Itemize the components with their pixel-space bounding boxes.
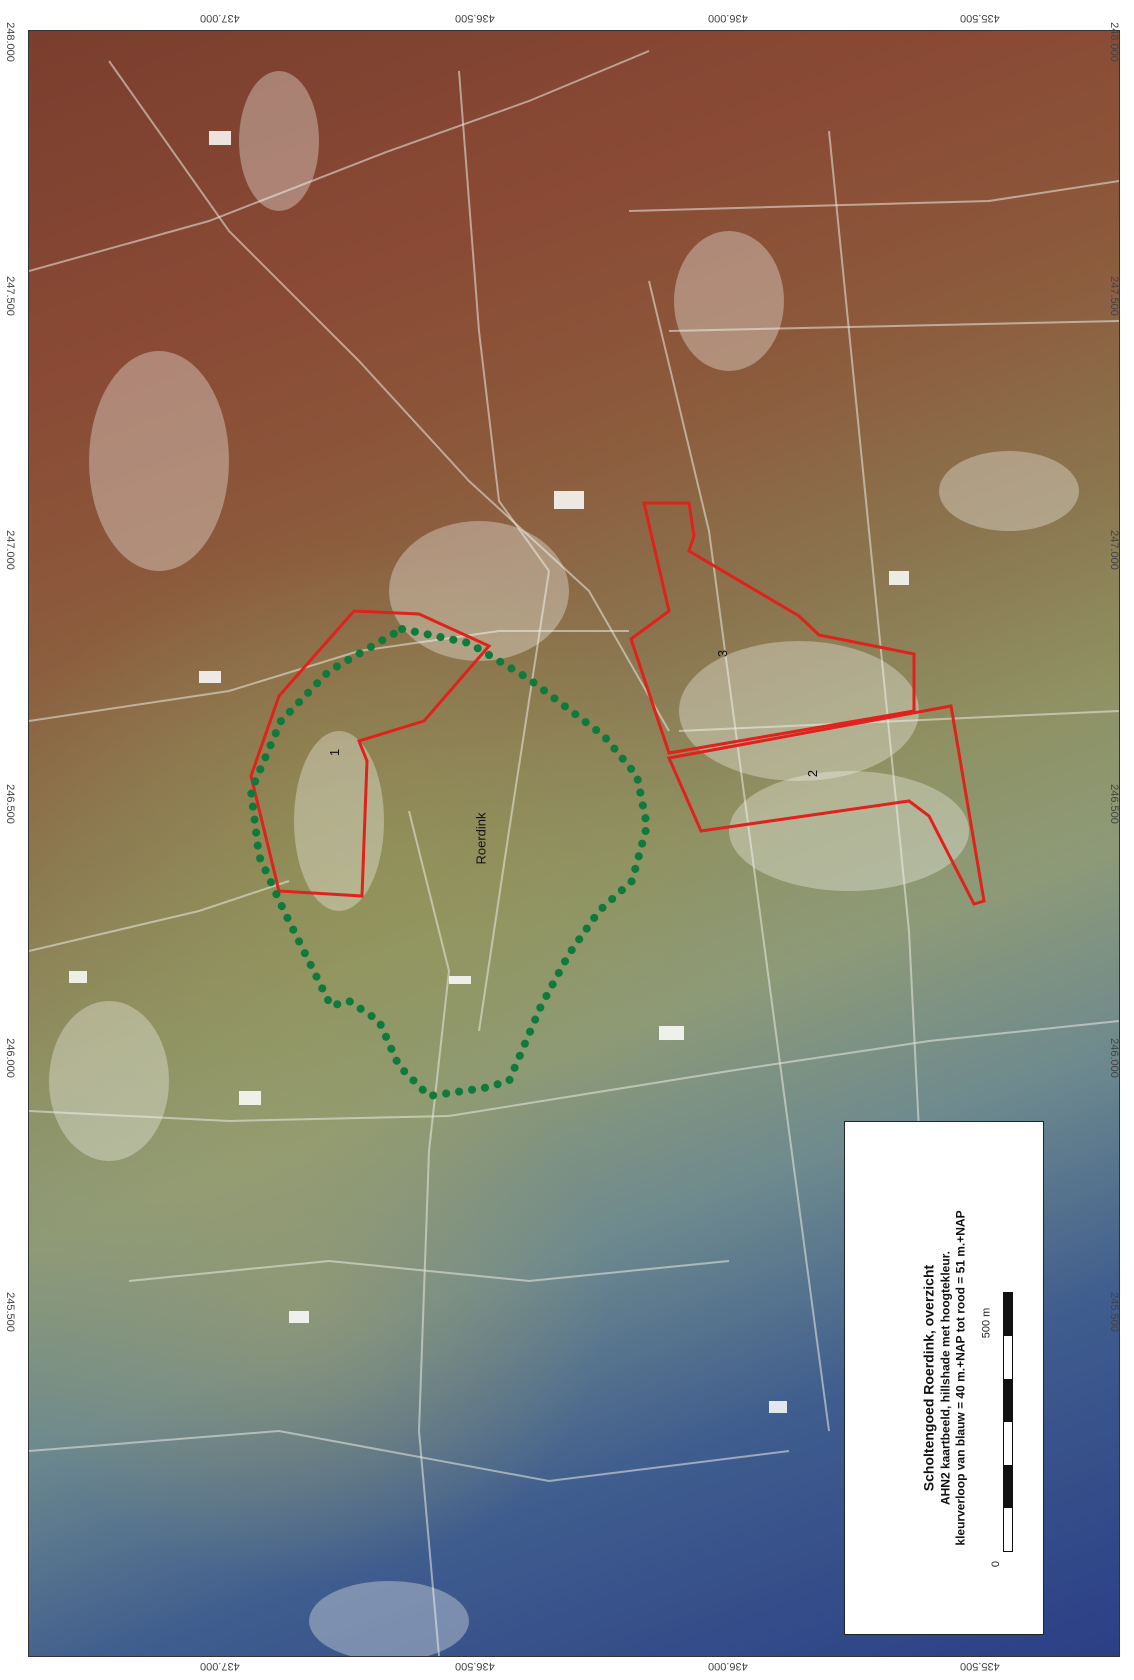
building [659,1026,684,1040]
map-canvas [29,50,1119,1656]
scale-bar [1003,1292,1013,1552]
road-network [29,50,1119,1656]
map-legend: Scholtengoed Roerdink, overzicht AHN2 ka… [844,1121,1044,1635]
coord-left-6: 245.500 [3,1292,16,1332]
coord-bottom-1: 437.000 [200,1660,240,1672]
forest-patch [389,521,569,661]
road [678,710,1119,732]
boundary-area-1 [249,609,492,898]
forest-patch [939,451,1079,531]
road [478,570,550,1032]
building [199,671,221,683]
coord-top-4: 435.500 [960,12,1000,24]
road [29,880,290,952]
road [29,1429,790,1483]
coord-bottom-2: 436.500 [455,1660,495,1672]
road [628,180,1119,212]
road [128,1259,730,1283]
place-label-roerdink: Roerdink [473,812,489,865]
coord-bottom-4: 435.500 [960,1660,1000,1672]
building [769,1401,787,1413]
road [29,1020,1119,1123]
scale-end-label: 500 m [980,1307,993,1339]
coord-right-5: 246.000 [1107,1038,1120,1078]
boundary-area-2 [666,704,986,906]
scale-start-label: 0 [990,1560,1003,1568]
green-dotted-outline [246,624,652,1101]
legend-text: Scholtengoed Roerdink, overzicht AHN2 ka… [920,1128,968,1628]
road [408,810,451,1656]
building [449,976,471,984]
building [239,1091,261,1105]
area-label-2: 2 [805,769,821,778]
coord-right-6: 245.500 [1107,1292,1120,1332]
coord-top-3: 436.000 [708,12,748,24]
coord-bottom-3: 436.000 [708,1660,748,1672]
legend-title: Scholtengoed Roerdink, overzicht [920,1264,937,1492]
area-label-1: 1 [327,748,343,757]
forest-patch [679,641,919,781]
map-frame[interactable]: 1 2 3 Roerdink Scholtengoed Roerdink, ov… [28,30,1120,1657]
coord-right-1: 248.000 [1107,22,1120,62]
forest-patch [49,1001,169,1161]
legend-line-1: AHN2 kaartbeeld, hillshade met hoogtekle… [937,1250,952,1506]
forest-patch [309,1581,469,1656]
coord-left-5: 246.000 [3,1038,16,1078]
coord-top-2: 436.500 [455,12,495,24]
building [289,1311,309,1323]
road [108,60,670,732]
forest-patch [294,731,384,911]
road [648,280,830,1432]
building [209,131,231,145]
forest-patch [729,771,969,891]
legend-line-2: kleurverloop van blauw = 40 m.+NAP tot r… [952,1210,967,1546]
boundary-area-3 [629,501,916,755]
building [889,571,909,585]
coord-right-3: 247.000 [1107,530,1120,570]
area-label-3: 3 [715,649,731,658]
coord-left-2: 247.500 [3,276,16,316]
road [668,320,1119,332]
building [69,971,87,983]
forest-patch [239,71,319,211]
coord-left-1: 248.000 [3,22,16,62]
buildings [69,131,909,1413]
coord-left-4: 246.500 [3,784,16,824]
coord-left-3: 247.000 [3,530,16,570]
coord-right-4: 246.500 [1107,784,1120,824]
forest-patch [674,231,784,371]
road [458,70,550,572]
road [29,50,650,272]
building [554,491,584,509]
forest-patch [89,351,229,571]
coord-right-2: 247.500 [1107,276,1120,316]
coord-top-1: 437.000 [200,12,240,24]
study-area-boundaries [249,501,986,906]
